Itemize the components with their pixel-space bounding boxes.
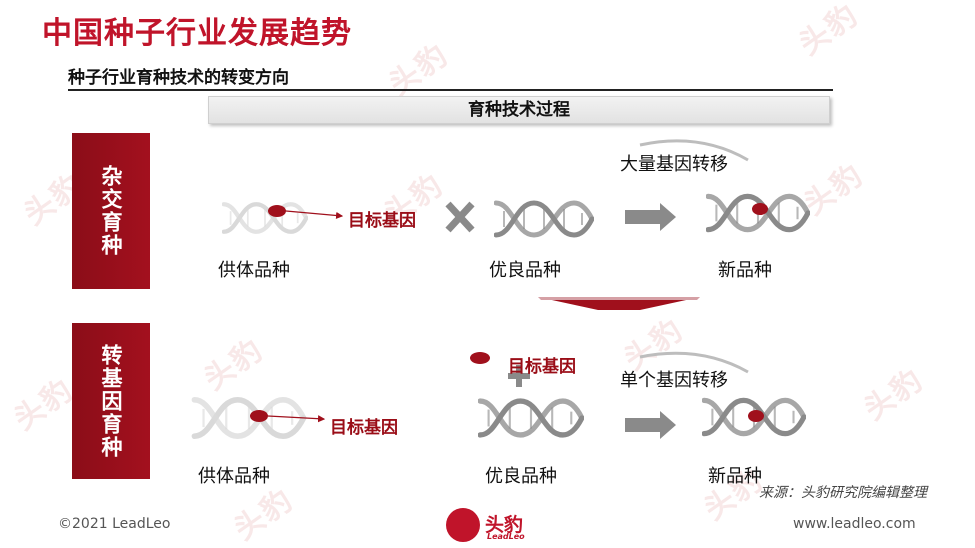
hybrid-donor-label: 供体品种 [218,260,290,281]
hybrid-elite-label: 优良品种 [489,260,561,281]
transfer-swoosh [639,351,749,374]
donor-dna-icon [224,204,307,232]
process-header: 育种技术过程 [208,96,830,124]
subtitle-underline [68,89,833,91]
hybrid-transfer-label: 大量基因转移 [620,154,728,175]
right-arrow-icon [625,203,676,231]
transfer-swoosh [639,139,749,162]
logo-text: 头豹 [485,514,524,536]
new-gene-dot-icon [752,203,768,215]
transgenic-new-label: 新品种 [708,466,762,487]
transgenic-donor-label: 供体品种 [198,466,270,487]
elite-dna-icon [480,401,582,435]
transgenic-elite-label: 优良品种 [485,466,557,487]
donor-dna-icon [194,400,303,436]
added-gene-dot-icon [470,352,490,364]
hybrid-breeding-box: 杂交育种 [72,133,150,289]
source-note: 来源：头豹研究院编辑整理 [759,485,927,501]
new-gene-dot-icon [748,410,764,422]
logo-subtext: LeadLeo [487,532,525,541]
plus-icon [508,365,530,387]
right-arrow-icon [625,411,676,439]
leopard-logo-icon [446,508,480,542]
cross-icon [445,201,475,233]
transgenic-target-gene-label: 目标基因 [330,418,398,438]
target-gene-dot-icon [250,410,268,422]
elite-dna-icon [496,203,592,235]
copyright: ©2021 LeadLeo [58,516,171,532]
website-url[interactable]: www.leadleo.com [793,516,916,532]
hybrid-target-gene-label: 目标基因 [348,211,416,231]
target-gene-dot-icon [268,205,286,217]
down-arrow-shadow [538,297,700,300]
gene-pointer-arrow [267,415,326,423]
hybrid-new-label: 新品种 [718,260,772,281]
section-subtitle: 种子行业育种技术的转变方向 [68,68,289,88]
transgenic-breeding-box: 转基因育种 [72,323,150,479]
transgenic-added-gene-label: 目标基因 [508,357,576,377]
down-arrow-icon [538,297,700,310]
transgenic-transfer-label: 单个基因转移 [620,370,728,391]
gene-pointer-arrow [285,210,344,220]
page-title: 中国种子行业发展趋势 [42,16,352,51]
